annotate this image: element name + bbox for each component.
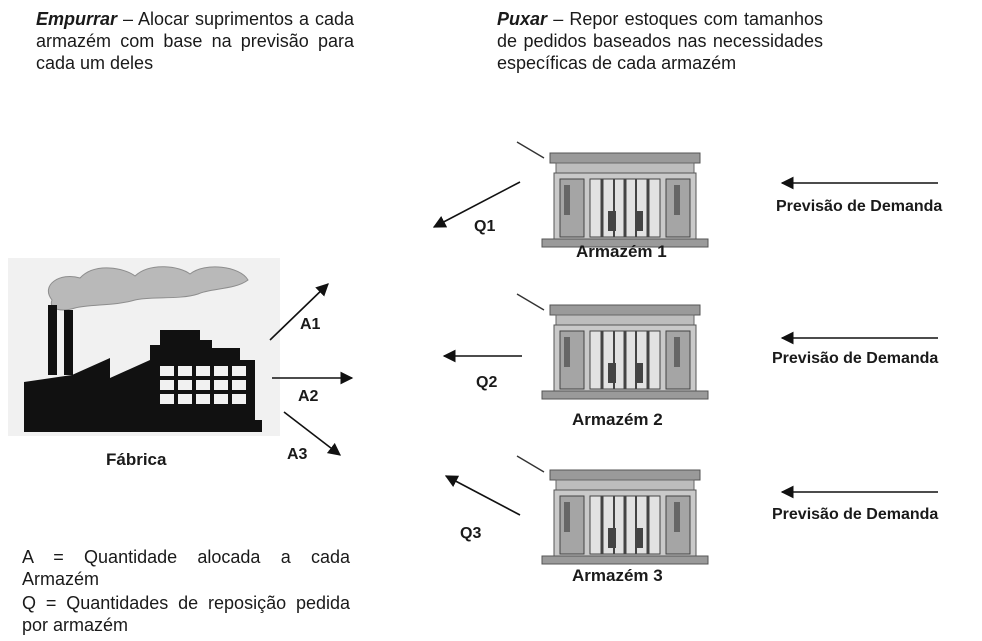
order-arrow-q1 bbox=[432, 181, 521, 228]
warehouse-name-1: Armazém 1 bbox=[576, 242, 667, 261]
legend-q: Q = Quantidades de reposição pedida por … bbox=[22, 593, 350, 635]
allocation-arrow-a3 bbox=[283, 411, 342, 456]
allocation-label-a1: A1 bbox=[300, 316, 321, 333]
order-arrow-q3 bbox=[444, 475, 521, 516]
push-title: Empurrar bbox=[36, 9, 118, 29]
warehouse-icon bbox=[516, 141, 710, 249]
factory-label: Fábrica bbox=[106, 450, 167, 469]
pull-dash: – bbox=[547, 9, 570, 29]
warehouse-name-2: Armazém 2 bbox=[572, 410, 663, 429]
pull-description: Puxar – Repor estoques com tamanhos de p… bbox=[497, 8, 823, 74]
forecast-label-1: Previsão de Demanda bbox=[776, 198, 943, 215]
warehouse-name-3: Armazém 3 bbox=[572, 566, 663, 585]
pull-title: Puxar bbox=[497, 9, 548, 29]
push-text: Alocar suprimentos a cada armazém com ba… bbox=[36, 9, 354, 73]
factory-icon bbox=[8, 258, 280, 436]
pull-text: Repor estoques com tamanhos de pedidos b… bbox=[497, 9, 823, 73]
forecast-label-2: Previsão de Demanda bbox=[772, 350, 939, 367]
warehouse-icon bbox=[516, 293, 710, 401]
push-dash: – bbox=[117, 9, 138, 29]
allocation-label-a2: A2 bbox=[298, 388, 319, 405]
order-label-q2: Q2 bbox=[476, 374, 498, 391]
order-label-q3: Q3 bbox=[460, 525, 482, 542]
legend-a: A = Quantidade alocada a cada Armazém bbox=[22, 547, 350, 589]
forecast-label-3: Previsão de Demanda bbox=[772, 506, 939, 523]
allocation-label-a3: A3 bbox=[287, 446, 308, 463]
warehouse-icon bbox=[516, 455, 710, 566]
push-description: Empurrar – Alocar suprimentos a cada arm… bbox=[36, 8, 354, 74]
allocation-arrow-a1 bbox=[269, 283, 329, 341]
order-label-q1: Q1 bbox=[474, 218, 496, 235]
